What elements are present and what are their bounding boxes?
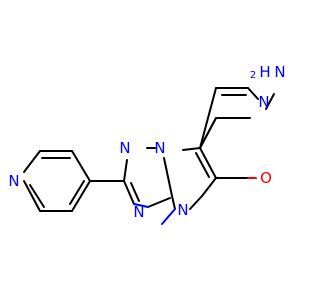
bond	[23, 150, 41, 173]
bond	[29, 184, 45, 208]
bond	[247, 87, 259, 100]
atom-n-pyridinone: N	[258, 93, 269, 111]
atom-h-amino: H	[259, 63, 270, 81]
atom-n-triazole-2: N	[154, 139, 165, 157]
bond	[265, 93, 275, 110]
bond	[71, 150, 91, 182]
atom-o-carbonyl: O	[260, 169, 272, 187]
atom-n-pyrimidine: N	[177, 201, 188, 219]
bond	[147, 197, 171, 208]
bond	[199, 87, 217, 149]
bond	[182, 147, 201, 151]
molecule-diagram: N N N N N N N H 2 O	[8, 63, 286, 225]
bond	[171, 195, 176, 210]
bond	[71, 180, 91, 212]
atom-n-triazole-1: N	[119, 139, 130, 157]
bond	[123, 180, 135, 205]
bond	[201, 177, 217, 197]
bond	[23, 180, 41, 212]
molecule-svg: N N N N N N N H 2 O	[8, 63, 286, 225]
atom-h-amino-subscript: 2	[250, 70, 256, 81]
bond	[130, 182, 140, 202]
bond	[123, 159, 128, 182]
bond	[199, 117, 217, 149]
bond-n	[161, 208, 176, 225]
atom-n-amino: N	[274, 63, 285, 81]
atom-n-pyridine: N	[8, 172, 19, 190]
atom-n-triazole-3: N	[133, 203, 144, 221]
bond	[195, 152, 210, 178]
bond	[199, 147, 217, 179]
bond	[189, 195, 203, 210]
bond	[163, 157, 173, 197]
bond	[69, 180, 85, 205]
bond-n	[133, 203, 149, 208]
